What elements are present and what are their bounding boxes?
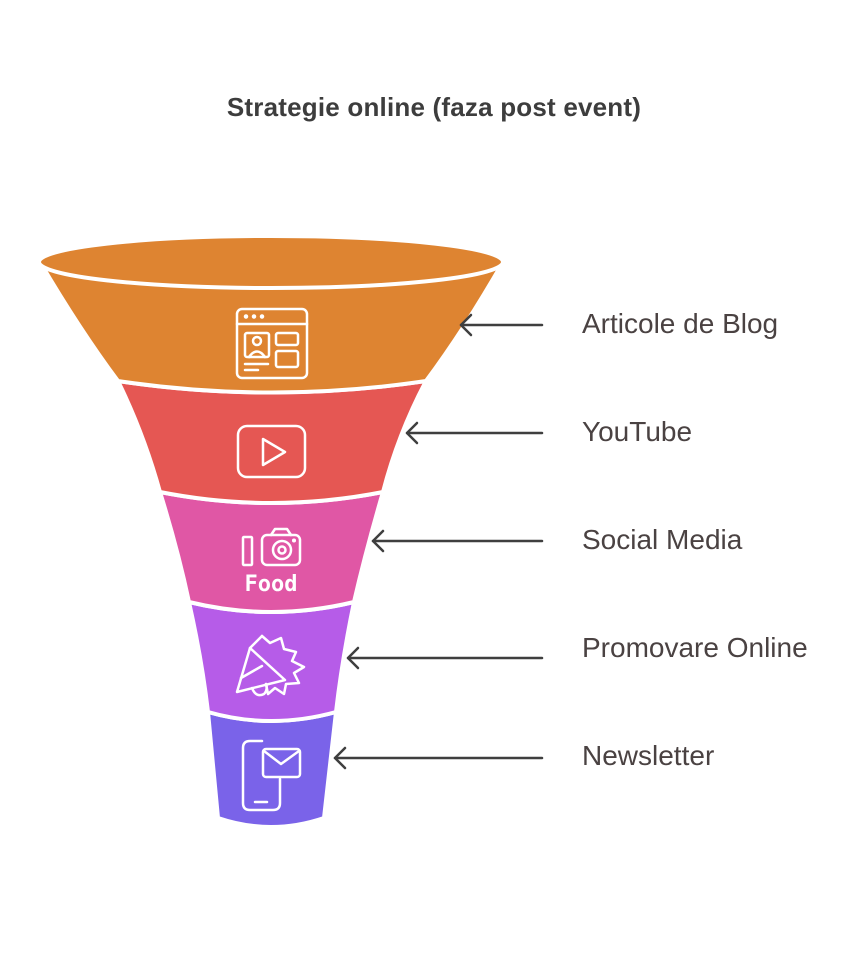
funnel-stage-youtube — [114, 378, 430, 505]
arrow-articole-blog — [459, 313, 544, 337]
play-button-icon — [236, 424, 307, 479]
arrow-youtube — [405, 421, 544, 445]
blog-layout-icon — [235, 307, 309, 380]
funnel-stage-promovare-online — [186, 599, 357, 723]
diagram-title: Strategie online (faza post event) — [226, 92, 642, 122]
label-articole-blog: Articole de Blog — [582, 308, 779, 339]
arrow-promovare-online — [346, 646, 544, 670]
label-promovare-online: Promovare Online — [582, 632, 808, 663]
camera-icon — [241, 527, 302, 567]
arrow-social-media — [371, 529, 544, 553]
megaphone-icon — [235, 634, 306, 697]
funnel-top-rim — [37, 234, 505, 290]
label-youtube: YouTube — [582, 416, 693, 447]
label-newsletter: Newsletter — [582, 740, 715, 771]
label-social-media: Social Media — [582, 524, 743, 555]
food-icon-text: Food — [245, 572, 298, 597]
mobile-mail-icon — [241, 739, 302, 812]
arrow-newsletter — [333, 746, 544, 770]
